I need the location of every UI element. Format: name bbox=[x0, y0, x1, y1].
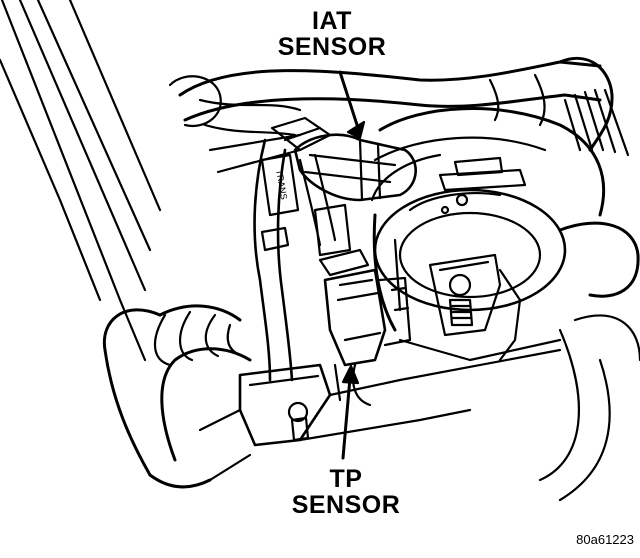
tp-sensor-label: TP SENSOR bbox=[276, 466, 416, 519]
linkage-bracket bbox=[398, 253, 562, 362]
lower-hose bbox=[102, 304, 252, 489]
tp-label-line2: SENSOR bbox=[291, 491, 401, 520]
iat-leader-arrow bbox=[338, 70, 366, 140]
iat-label-line2: SENSOR bbox=[277, 33, 387, 62]
throttle-body bbox=[370, 88, 640, 502]
iat-sensor-label: IAT SENSOR bbox=[262, 8, 402, 61]
harness-tag bbox=[260, 153, 300, 217]
tp-sensor bbox=[313, 203, 412, 407]
iat-label-line1: IAT bbox=[312, 7, 352, 35]
lower-bracket bbox=[198, 348, 562, 447]
harness-tag-text: TRANS bbox=[274, 169, 289, 201]
fender-edge bbox=[0, 0, 162, 362]
figure-id: 80a61223 bbox=[576, 532, 634, 547]
tp-label-line1: TP bbox=[329, 465, 363, 493]
tp-leader-arrow bbox=[341, 364, 360, 460]
iat-sensor bbox=[270, 116, 417, 202]
